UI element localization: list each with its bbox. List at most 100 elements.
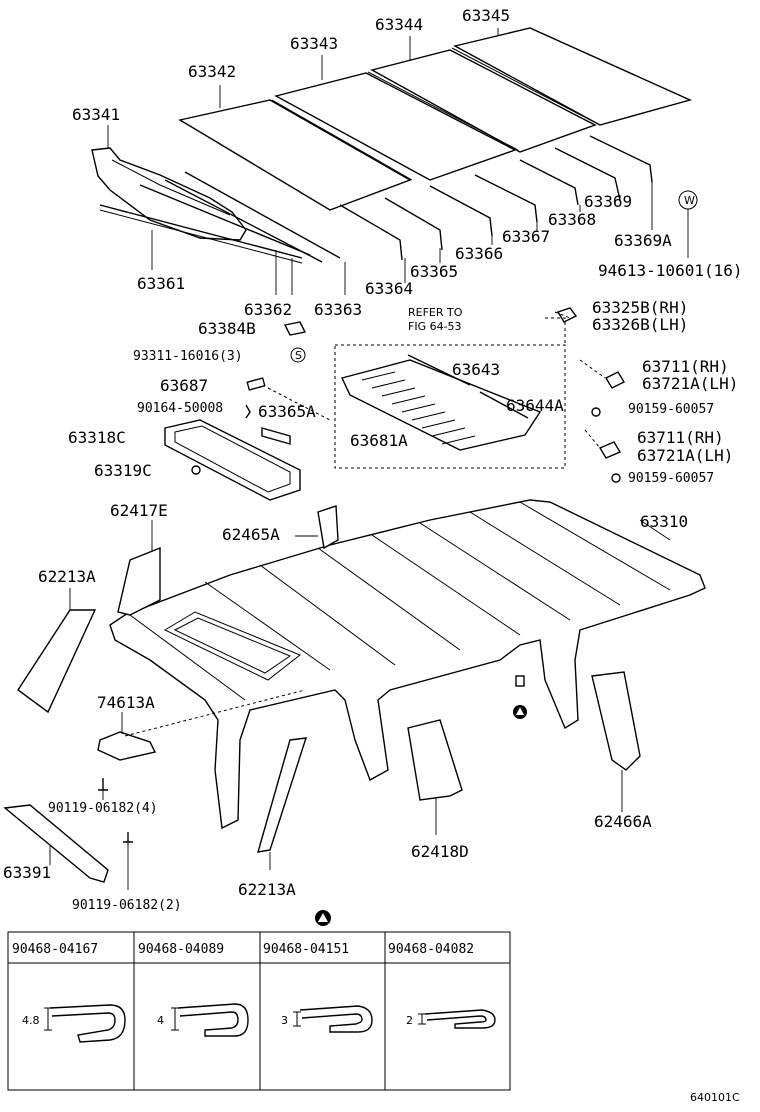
callout-63361: 63361: [137, 274, 185, 293]
clip-on-headliner: [515, 675, 525, 687]
callout-62418D: 62418D: [411, 842, 469, 861]
bracket-63711-a: [605, 371, 625, 389]
callout-90119-b: 90119-06182(2): [72, 898, 182, 913]
callout-94613: 94613-10601(16): [598, 261, 743, 280]
callout-63368: 63368: [548, 210, 596, 229]
trim-63644A: [479, 391, 529, 419]
callout-63721A-b: 63721A(LH): [637, 446, 733, 465]
callout-90164: 90164-50008: [137, 401, 223, 416]
callout-62213A-a: 62213A: [38, 567, 96, 586]
strip-63361: [99, 204, 303, 259]
clip-63325B: [556, 307, 578, 323]
w-mark-letter: W: [684, 194, 695, 207]
headliner-board-63344: [370, 49, 597, 153]
clip-63384B: [283, 321, 307, 336]
screw-90159-b: [611, 473, 621, 483]
callout-63687: 63687: [160, 376, 208, 395]
trim-strips: [99, 135, 653, 264]
clip-dim-3: 3: [281, 1014, 288, 1027]
callout-63364: 63364: [365, 279, 413, 298]
callout-90159-b: 90159-60057: [628, 471, 714, 486]
callout-63342: 63342: [188, 62, 236, 81]
callout-63369A: 63369A: [614, 231, 672, 250]
bolt-90119-b: [123, 832, 133, 843]
clip-dim-4: 2: [406, 1014, 413, 1027]
leaders-top: [107, 28, 698, 295]
callout-63366: 63366: [455, 244, 503, 263]
triangle-mark-table: [315, 910, 331, 926]
callout-63344: 63344: [375, 15, 423, 34]
headliner-board-63342: [178, 99, 412, 211]
clip-table: [7, 931, 511, 1091]
callout-74613A: 74613A: [97, 693, 155, 712]
callout-63343: 63343: [290, 34, 338, 53]
bracket-63711-b: [598, 441, 622, 459]
s-mark-circle: [290, 347, 306, 363]
callout-62417E: 62417E: [110, 501, 168, 520]
callout-63711-b: 63711(RH): [637, 428, 724, 447]
callout-63363: 63363: [314, 300, 362, 319]
refer-to-line1: REFER TO: [408, 306, 463, 319]
figure-id: 640101C: [690, 1091, 740, 1104]
board-strips: [271, 47, 599, 181]
pillar-62213A-front: [17, 609, 97, 714]
callout-63391: 63391: [3, 863, 51, 882]
callout-63345: 63345: [462, 6, 510, 25]
dash-leader-74613A: [124, 689, 306, 737]
refer-to-line2: FIG 64-53: [408, 320, 462, 333]
clip-header-3: 90468-04151: [263, 942, 349, 957]
screw-90159-a: [591, 407, 601, 417]
trim-63643: [407, 354, 471, 386]
trim-62465A: [317, 505, 339, 550]
clip-dim-1: 4.8: [22, 1014, 40, 1027]
callout-63721A-a: 63721A(LH): [642, 374, 738, 393]
clip-dim-2: 4: [157, 1014, 164, 1027]
clip-header-4: 90468-04082: [388, 942, 474, 957]
clip-drawings: [44, 1003, 496, 1043]
part-63319C: [191, 465, 201, 475]
callout-63644A: 63644A: [506, 396, 564, 415]
bracket-63365A: [261, 427, 291, 445]
callout-62465A: 62465A: [222, 525, 280, 544]
front-garnish-63341: [91, 147, 247, 241]
callout-90119-a: 90119-06182(4): [48, 801, 158, 816]
callout-63681A: 63681A: [350, 431, 408, 450]
callout-63362: 63362: [244, 300, 292, 319]
pillar-62418D: [407, 719, 463, 801]
callout-63367: 63367: [502, 227, 550, 246]
leaders-mid: [49, 519, 671, 890]
clip-header-2: 90468-04089: [138, 942, 224, 957]
bracket-74613A: [97, 731, 157, 761]
grab-handle-63391: [3, 804, 109, 883]
callout-63369: 63369: [584, 192, 632, 211]
callout-63643: 63643: [452, 360, 500, 379]
sunroof-panel-63681A: [341, 359, 542, 451]
callout-62466A: 62466A: [594, 812, 652, 831]
callout-63326B: 63326B(LH): [592, 315, 688, 334]
callout-90159-a: 90159-60057: [628, 402, 714, 417]
clip-header-1: 90468-04167: [12, 942, 98, 957]
triangle-mark-inline: [513, 705, 527, 719]
dash-leader-63711-a: [579, 359, 606, 379]
frame-63318C: [164, 419, 301, 501]
callout-63319C: 63319C: [94, 461, 152, 480]
callout-63711-a: 63711(RH): [642, 357, 729, 376]
part-63687: [246, 377, 266, 391]
callout-63318C: 63318C: [68, 428, 126, 447]
callout-63325B: 63325B(RH): [592, 298, 688, 317]
headliner-board-63345: [453, 27, 693, 126]
callout-63310: 63310: [640, 512, 688, 531]
callout-63365: 63365: [410, 262, 458, 281]
callout-63341: 63341: [72, 105, 120, 124]
callout-93311: 93311-16016(3): [133, 349, 243, 364]
dash-leader-63711-b: [584, 429, 601, 449]
callout-62213A-b: 62213A: [238, 880, 296, 899]
bolt-90119-a: [98, 778, 108, 791]
pillar-62466A: [591, 671, 641, 771]
sunroof-inset-box: [334, 317, 566, 469]
callout-63365A: 63365A: [258, 402, 316, 421]
s-mark-letter: S: [295, 349, 302, 362]
screw-90164: [245, 404, 251, 419]
pillar-62213A-rear: [257, 737, 308, 853]
